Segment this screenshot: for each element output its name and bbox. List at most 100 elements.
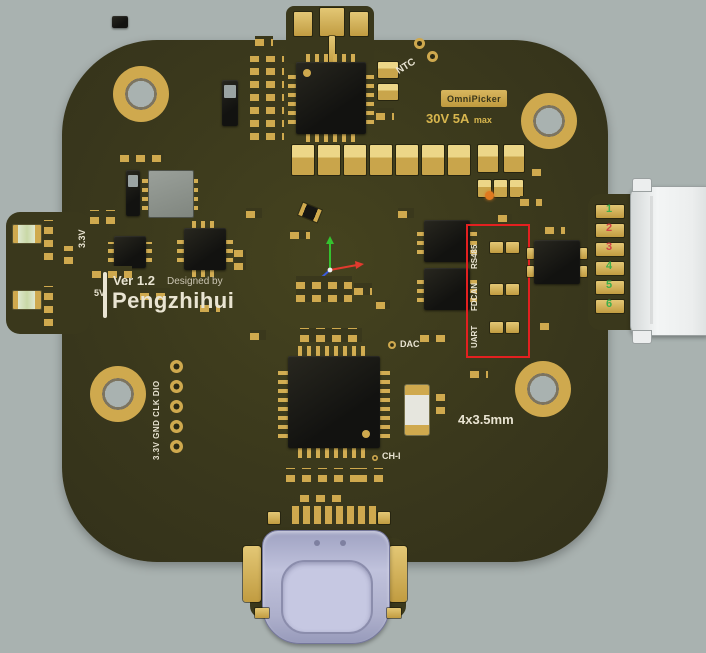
solder-pad xyxy=(378,512,390,524)
mcu-pins xyxy=(380,366,390,438)
programming-pad xyxy=(170,400,183,413)
pad-grid xyxy=(376,108,394,120)
pad-grid xyxy=(200,300,220,312)
smd-component xyxy=(112,16,128,28)
solder-pad xyxy=(320,8,344,36)
ic-pins xyxy=(366,72,374,124)
pad-grid xyxy=(296,276,352,302)
pad-grid xyxy=(354,283,372,295)
pad-grid xyxy=(532,166,548,176)
capacitor xyxy=(422,145,444,175)
pad-grid xyxy=(520,196,542,206)
connector-pad xyxy=(596,224,624,237)
rating-label: 30V 5A max xyxy=(426,110,492,128)
orange-indicator-dot xyxy=(485,191,494,200)
pad-grid xyxy=(470,368,488,378)
ic-pins xyxy=(470,276,477,302)
jst-connector-tab xyxy=(632,178,652,192)
solder-pad xyxy=(294,12,312,36)
pad-grid xyxy=(286,468,358,482)
pad-grid xyxy=(290,230,310,239)
pin1-marker xyxy=(303,69,311,77)
usb-shield-tab xyxy=(389,546,407,602)
pad-grid xyxy=(545,226,565,234)
pad-grid xyxy=(250,56,284,140)
crystal-oscillator xyxy=(404,384,430,436)
mcu-pins xyxy=(278,366,288,438)
pad-grid xyxy=(498,214,512,222)
pad-grid xyxy=(376,300,390,309)
pin-number-1: 1 xyxy=(605,203,613,215)
mcu-pins xyxy=(298,346,370,356)
brand-badge: OmniPicker xyxy=(441,90,507,107)
pad-grid xyxy=(246,208,262,218)
capacitor xyxy=(504,145,524,172)
red-highlight-box xyxy=(466,224,530,358)
solder-pad xyxy=(387,608,401,618)
programming-pad xyxy=(170,440,183,453)
ic-pins xyxy=(192,270,218,277)
component-band xyxy=(128,175,138,187)
led-1 xyxy=(12,224,42,244)
mounting-hole-top-left xyxy=(113,66,169,122)
qfn-chip-b xyxy=(424,268,470,310)
ic-pins xyxy=(192,221,218,228)
prog-header-label: 3.3V GND CLK DIO xyxy=(152,380,161,460)
ic-pins xyxy=(417,228,424,254)
programming-pad xyxy=(170,360,183,373)
designer-name: Pengzhihui xyxy=(112,288,235,313)
pad-grid xyxy=(92,266,132,278)
solder-pad xyxy=(268,512,280,524)
ic-pins xyxy=(417,276,424,302)
solder-pad xyxy=(580,248,587,259)
pin-number-6: 6 xyxy=(605,298,613,310)
connector-pad xyxy=(596,243,624,256)
connector-pad xyxy=(596,205,624,218)
capacitor xyxy=(370,145,392,175)
usb-shell-rivet xyxy=(340,540,346,546)
solder-pad xyxy=(490,322,503,333)
smd-inductor xyxy=(534,240,580,284)
usb-c-opening xyxy=(281,560,373,634)
solder-pad xyxy=(350,12,368,36)
capacitor xyxy=(378,62,398,78)
capacitor xyxy=(448,145,470,175)
v5-label: 5V xyxy=(94,288,106,298)
connector-pad xyxy=(596,262,624,275)
mounting-hole-bottom-left xyxy=(90,366,146,422)
pad-grid xyxy=(64,246,74,264)
trace xyxy=(329,36,335,64)
pad-grid xyxy=(140,288,170,300)
pad-grid xyxy=(358,468,384,482)
pin-number-5: 5 xyxy=(605,279,613,291)
origin-axes-gizmo xyxy=(321,236,364,278)
pad-grid xyxy=(234,250,246,270)
capacitor xyxy=(510,180,523,197)
pad-grid xyxy=(300,328,362,342)
pad-grid xyxy=(90,210,116,224)
usb-shell-rivet xyxy=(314,540,320,546)
capacitor xyxy=(378,84,398,100)
pad-grid xyxy=(250,330,266,340)
pin-number-3: 3 xyxy=(605,241,613,253)
mounting-hole-top-right xyxy=(521,93,577,149)
component-band xyxy=(224,85,236,98)
capacitor xyxy=(478,145,498,172)
led-2 xyxy=(12,290,42,310)
v33-label: 3.3V xyxy=(77,229,87,248)
usb-signal-pads xyxy=(292,506,376,524)
pad-grid xyxy=(398,208,414,218)
ntc-pad xyxy=(414,38,425,49)
programming-pad xyxy=(170,420,183,433)
usb-shield-tab xyxy=(243,546,261,602)
ic-pins xyxy=(288,72,296,124)
mounting-hole-bottom-right xyxy=(515,361,571,417)
rating-sub: max xyxy=(473,115,492,125)
silkscreen-bar xyxy=(103,272,107,318)
ic-pins xyxy=(108,242,114,262)
pad-grid xyxy=(300,490,344,502)
pad-grid xyxy=(420,330,450,342)
jst-connector-seam xyxy=(650,196,653,324)
version-label: Ver 1.2 xyxy=(113,273,155,288)
